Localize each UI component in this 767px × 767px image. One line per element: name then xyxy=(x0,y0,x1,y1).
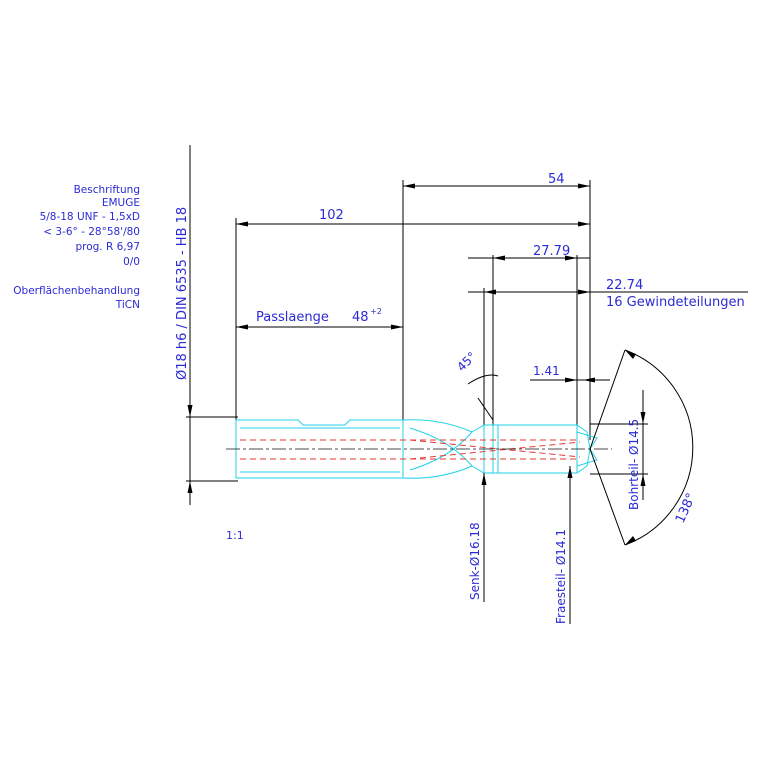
angle-138-leg-top xyxy=(589,349,626,450)
dim-54-text: 54 xyxy=(548,172,565,187)
dim-54-arrow-right xyxy=(578,183,590,189)
thread-divisions-text: 16 Gewindeteilungen xyxy=(606,295,745,310)
dim-102-arrow-left xyxy=(236,221,248,227)
angle-138-leg-bottom xyxy=(589,448,626,546)
note-line-4: < 3-6° - 28°58'/80 xyxy=(43,226,140,238)
dim-102-text: 102 xyxy=(319,208,344,223)
angle-138-arrow-bottom xyxy=(625,536,636,545)
dim-102-arrow-right xyxy=(578,221,590,227)
scale-text: 1:1 xyxy=(226,529,244,542)
flute-curve-2 xyxy=(409,431,473,471)
angle-138-arrow-top xyxy=(625,350,636,359)
senk-text: Senk-Ø16.18 xyxy=(468,522,482,600)
surface-value: TiCN xyxy=(115,299,140,311)
note-line-1: Beschriftung xyxy=(74,184,140,196)
dim-passlaenge-arrow-right xyxy=(391,324,403,330)
dim-54-arrow-left xyxy=(403,183,415,189)
bohrteil-arrow-top xyxy=(640,412,646,424)
angle-45-text: 45° xyxy=(454,349,479,374)
bohrteil-arrow-bottom xyxy=(640,474,646,486)
surface-label: Oberflächenbehandlung xyxy=(13,285,140,297)
note-line-3: 5/8-18 UNF - 1,5xD xyxy=(40,211,140,223)
dim-2274-arrow-right xyxy=(578,289,590,295)
dim-141-text: 1.41 xyxy=(533,364,560,378)
coolant-diag-2 xyxy=(409,441,581,460)
angle-138-arc xyxy=(624,349,694,546)
bohrteil-text: Bohrteil- Ø14.5 xyxy=(627,419,641,510)
coolant-diag-1 xyxy=(409,439,581,458)
note-line-5: prog. R 6,97 xyxy=(75,241,140,253)
shank-spec: Ø18 h6 / DIN 6535 - HB 18 xyxy=(175,207,190,380)
fraesteil-text: Fraesteil- Ø14.1 xyxy=(554,529,568,624)
dim-2274-arrow-left xyxy=(484,289,496,295)
dim-2779-text: 27.79 xyxy=(533,244,570,259)
dim-2779-arrow-left xyxy=(493,255,505,261)
angle-138-text: 138° xyxy=(673,491,699,526)
fraesteil-arrow xyxy=(567,466,573,478)
dim-2274-text: 22.74 xyxy=(606,278,643,293)
note-line-6: 0/0 xyxy=(123,256,140,268)
dim-passlaenge-label: Passlaenge xyxy=(256,310,329,325)
shank-arrow-top xyxy=(187,405,193,417)
dim-2779-arrow-right xyxy=(565,255,577,261)
notes-block: Beschriftung EMUGE 5/8-18 UNF - 1,5xD < … xyxy=(13,184,140,311)
flute-curve-1 xyxy=(409,427,473,467)
dim-141-arrow-right xyxy=(583,377,595,383)
dim-passlaenge-tolerance: +2 xyxy=(370,307,382,316)
senk-arrow xyxy=(481,473,487,485)
dim-141-arrow-left xyxy=(565,377,577,383)
angle-45-arc xyxy=(467,374,499,385)
shank-arrow-bottom xyxy=(187,481,193,493)
dim-passlaenge-value: 48 xyxy=(352,310,369,325)
shank-outline xyxy=(235,419,404,479)
angle-45-leg xyxy=(477,397,494,421)
dim-passlaenge-arrow-left xyxy=(236,324,248,330)
note-line-2: EMUGE xyxy=(102,197,140,209)
